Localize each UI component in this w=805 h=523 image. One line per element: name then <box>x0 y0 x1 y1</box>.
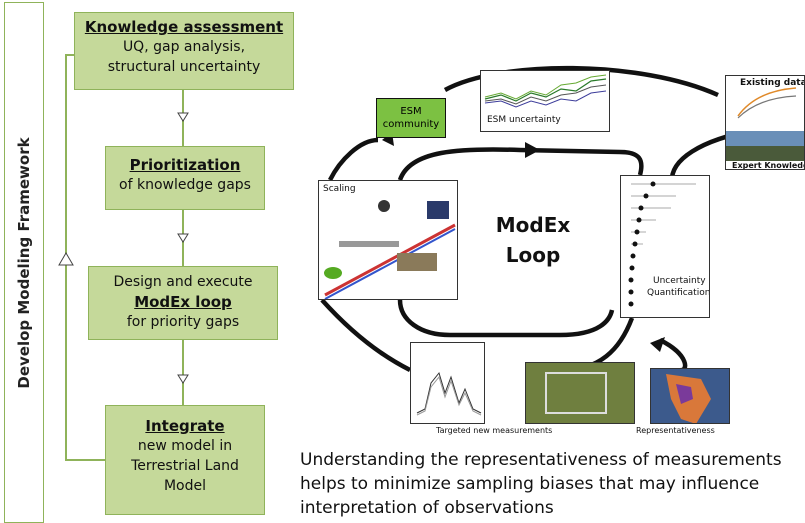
step-body-line: UQ, gap analysis, <box>122 39 246 55</box>
uq-label-1: Uncertainty <box>653 276 706 286</box>
targeted-measurements-chart <box>410 342 485 424</box>
existing-data-label: Existing data <box>740 78 805 88</box>
scaling-illustration <box>324 200 456 299</box>
loop-arrow-icon <box>525 142 540 158</box>
scaling-panel: Scaling <box>318 180 458 300</box>
step-body-line: Terrestrial Land <box>131 458 239 474</box>
step-body-line: Model <box>163 478 207 494</box>
esm-community-label: ESM community <box>382 106 440 130</box>
existing-data-plot <box>726 87 804 161</box>
loop-title: ModEx Loop <box>478 210 588 270</box>
esm-community-box: ESM community <box>376 98 446 138</box>
esm-uncertainty-plot <box>484 74 607 108</box>
step-integrate: Integrate new model in Terrestrial Land … <box>105 405 265 515</box>
representativeness-map <box>650 368 730 424</box>
loop-arrow-icon <box>650 337 665 352</box>
esm-uncertainty-label: ESM uncertainty <box>487 115 561 125</box>
down-arrow-icon <box>177 112 189 122</box>
targeted-measurements-label: Targeted new measurements <box>436 426 553 435</box>
step-body-line: for priority gaps <box>126 314 240 330</box>
step-body-line: structural uncertainty <box>107 59 261 75</box>
representativeness-map-image <box>651 369 729 423</box>
step-pre: Design and execute <box>113 274 253 290</box>
step-title: Integrate <box>145 417 225 435</box>
down-arrow-icon <box>177 233 189 243</box>
loop-title-line1: ModEx <box>495 213 571 237</box>
uq-label-2: Quantification <box>647 288 710 298</box>
esm-uncertainty-panel: ESM uncertainty <box>480 70 610 132</box>
step-knowledge-assessment: Knowledge assessment UQ, gap analysis, s… <box>74 12 294 90</box>
step-body-line: new model in <box>137 438 233 454</box>
step-title: ModEx loop <box>134 293 232 311</box>
uq-plot <box>628 181 696 307</box>
representativeness-label: Representativeness <box>636 426 715 435</box>
step-title: Knowledge assessment <box>84 18 284 36</box>
step-design-execute: Design and execute ModEx loop for priori… <box>88 266 278 340</box>
step-title: Prioritization <box>129 156 241 174</box>
uncertainty-quantification-panel: Uncertainty Quantification <box>620 175 710 318</box>
framework-bar: Develop Modeling Framework <box>4 2 44 523</box>
expert-knowledge-label: Expert Knowledge <box>732 161 804 170</box>
field-photo <box>525 362 635 424</box>
down-arrow-icon <box>177 374 189 384</box>
field-photo-image <box>526 363 634 423</box>
up-arrow-icon <box>58 252 74 266</box>
spectra-plot <box>416 371 482 416</box>
existing-data-panel: Existing data Expert Knowledge <box>725 75 805 170</box>
step-body-line: of knowledge gaps <box>119 177 251 193</box>
loop-title-line2: Loop <box>505 243 561 267</box>
scaling-label: Scaling <box>323 184 356 194</box>
caption-text: Understanding the representativeness of … <box>300 450 782 518</box>
step-prioritization: Prioritization of knowledge gaps <box>105 146 265 210</box>
